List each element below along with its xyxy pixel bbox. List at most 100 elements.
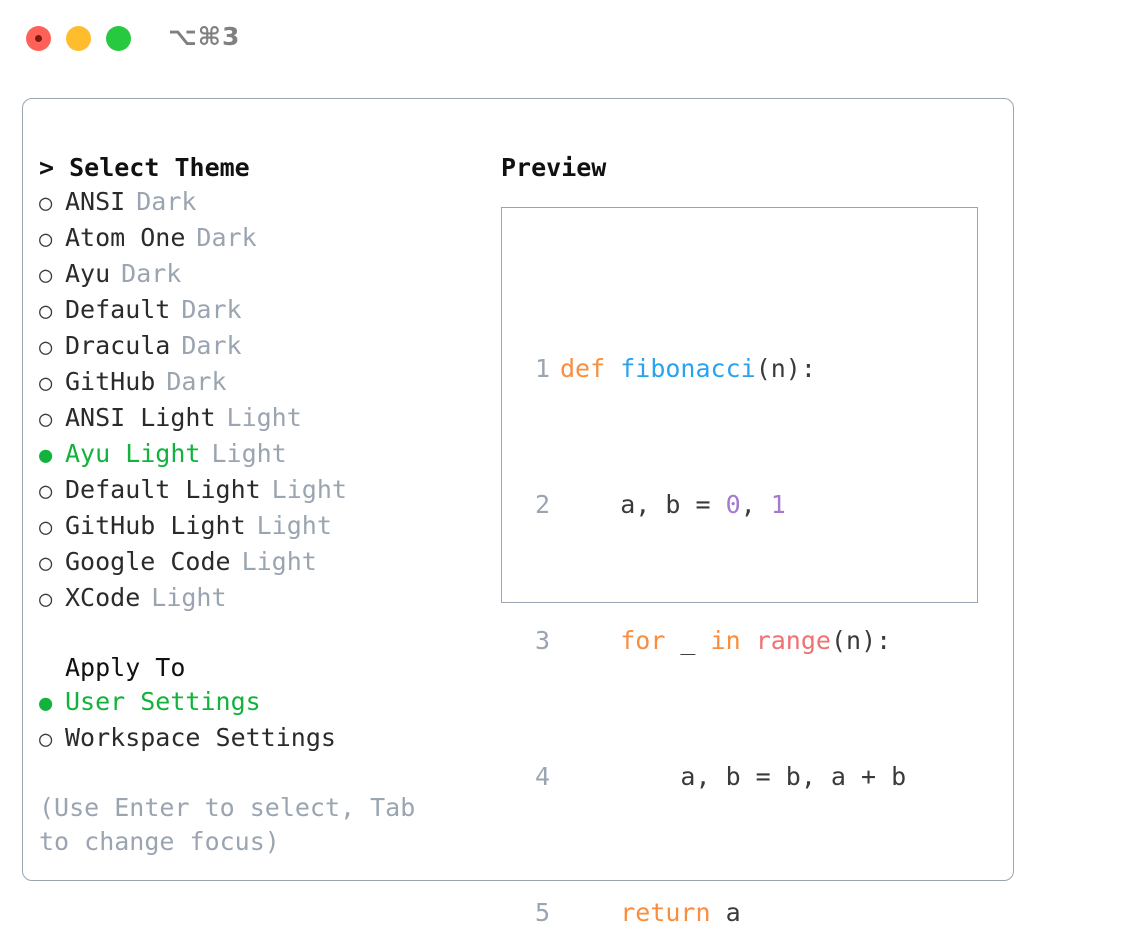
keyboard-shortcut-label: ⌥⌘3 bbox=[168, 22, 241, 51]
spacer bbox=[39, 617, 489, 651]
radio-icon-selected[interactable]: ● bbox=[39, 691, 53, 716]
code-source: return a bbox=[550, 896, 740, 930]
theme-name: XCode bbox=[65, 583, 141, 612]
radio-icon[interactable]: ○ bbox=[39, 551, 53, 576]
code-source: def fibonacci(n): bbox=[550, 352, 816, 386]
theme-name: Default Light bbox=[65, 475, 261, 504]
radio-icon[interactable]: ○ bbox=[39, 407, 53, 432]
token-text: , bbox=[740, 490, 771, 519]
line-number: 1 bbox=[534, 354, 550, 383]
radio-icon-selected[interactable]: ● bbox=[39, 443, 53, 468]
preview-box: 1 def fibonacci(n): 2 a, b = 0, 1 3 for … bbox=[501, 207, 978, 927]
list-item[interactable]: ○ Default Dark bbox=[39, 293, 489, 329]
token-keyword: return bbox=[620, 898, 711, 927]
radio-icon[interactable]: ○ bbox=[39, 479, 53, 504]
apply-to-list: ● User Settings ○ Workspace Settings bbox=[39, 685, 489, 757]
list-item[interactable]: ○ GitHub Dark bbox=[39, 365, 489, 401]
preview-heading: Preview bbox=[501, 153, 607, 182]
list-item[interactable]: ○ ANSI Dark bbox=[39, 185, 489, 221]
theme-picker-column: > Select Theme ○ ANSI Dark ○ Atom One Da… bbox=[39, 151, 489, 859]
code-source: a, b = b, a + b bbox=[550, 760, 906, 794]
theme-kind: Light bbox=[271, 475, 347, 504]
code-source: for _ in range(n): bbox=[550, 624, 891, 658]
select-theme-heading: > Select Theme bbox=[39, 153, 250, 182]
list-item[interactable]: ○ Dracula Dark bbox=[39, 329, 489, 365]
theme-kind: Dark bbox=[196, 223, 257, 252]
theme-kind: Light bbox=[241, 547, 317, 576]
keyboard-hint-text: (Use Enter to select, Tab to change focu… bbox=[39, 793, 431, 856]
theme-name: GitHub Light bbox=[65, 511, 246, 540]
apply-to-item-selected[interactable]: ● User Settings bbox=[39, 685, 489, 721]
code-line: 3 for _ in range(n): bbox=[502, 624, 977, 658]
radio-icon[interactable]: ○ bbox=[39, 263, 53, 288]
list-item-selected[interactable]: ● Ayu Light Light bbox=[39, 437, 489, 473]
theme-kind: Dark bbox=[166, 367, 227, 396]
token-keyword: def bbox=[560, 354, 606, 383]
theme-name: ANSI Light bbox=[65, 403, 216, 432]
token-text: (n): bbox=[755, 354, 816, 383]
list-item[interactable]: ○ Atom One Dark bbox=[39, 221, 489, 257]
line-number: 2 bbox=[534, 490, 550, 519]
token-keyword: in bbox=[710, 626, 741, 655]
token-text bbox=[741, 626, 756, 655]
token-text bbox=[560, 898, 620, 927]
token-text bbox=[605, 354, 620, 383]
token-text: a, b = b, a + b bbox=[560, 762, 907, 791]
theme-name: Dracula bbox=[65, 331, 171, 360]
theme-name: Ayu bbox=[65, 259, 111, 288]
apply-to-item[interactable]: ○ Workspace Settings bbox=[39, 721, 489, 757]
radio-icon[interactable]: ○ bbox=[39, 191, 53, 216]
theme-name: Default bbox=[65, 295, 171, 324]
token-function: fibonacci bbox=[620, 354, 756, 383]
theme-name: Atom One bbox=[65, 223, 186, 252]
code-line: 5 return a bbox=[502, 896, 977, 930]
theme-name: Ayu Light bbox=[65, 439, 201, 468]
token-keyword: for bbox=[620, 626, 666, 655]
list-item[interactable]: ○ Default Light Light bbox=[39, 473, 489, 509]
close-button-icon[interactable] bbox=[26, 26, 51, 51]
minimize-button-icon[interactable] bbox=[66, 26, 91, 51]
theme-kind: Light bbox=[226, 403, 302, 432]
line-number: 3 bbox=[534, 626, 550, 655]
list-item[interactable]: ○ GitHub Light Light bbox=[39, 509, 489, 545]
code-line: 4 a, b = b, a + b bbox=[502, 760, 977, 794]
radio-icon[interactable]: ○ bbox=[39, 227, 53, 252]
apply-to-label: User Settings bbox=[65, 687, 261, 716]
token-text: a, b = bbox=[560, 490, 726, 519]
apply-to-heading: Apply To bbox=[65, 653, 186, 682]
theme-kind: Dark bbox=[136, 187, 197, 216]
theme-name: GitHub bbox=[65, 367, 156, 396]
theme-name: ANSI bbox=[65, 187, 126, 216]
theme-kind: Light bbox=[256, 511, 332, 540]
token-number: 0 bbox=[725, 490, 741, 519]
radio-icon[interactable]: ○ bbox=[39, 587, 53, 612]
token-builtin: range bbox=[755, 626, 831, 655]
list-item[interactable]: ○ Google Code Light bbox=[39, 545, 489, 581]
theme-kind: Dark bbox=[181, 295, 242, 324]
main-panel: > Select Theme ○ ANSI Dark ○ Atom One Da… bbox=[22, 98, 1014, 927]
theme-kind: Light bbox=[151, 583, 227, 612]
theme-name: Google Code bbox=[65, 547, 231, 576]
list-item[interactable]: ○ ANSI Light Light bbox=[39, 401, 489, 437]
radio-icon[interactable]: ○ bbox=[39, 335, 53, 360]
theme-list: ○ ANSI Dark ○ Atom One Dark ○ Ayu Dark bbox=[39, 185, 489, 617]
radio-icon[interactable]: ○ bbox=[39, 371, 53, 396]
radio-icon[interactable]: ○ bbox=[39, 727, 53, 752]
preview-column: Preview 1 def fibonacci(n): 2 a, b = 0, … bbox=[501, 151, 1001, 927]
list-item[interactable]: ○ Ayu Dark bbox=[39, 257, 489, 293]
title-bar: ⌥⌘3 bbox=[0, 0, 1140, 78]
line-number: 5 bbox=[534, 898, 550, 927]
theme-kind: Light bbox=[211, 439, 287, 468]
code-preview: 1 def fibonacci(n): 2 a, b = 0, 1 3 for … bbox=[502, 250, 977, 934]
window-controls bbox=[26, 26, 131, 51]
apply-to-label: Workspace Settings bbox=[65, 723, 336, 752]
radio-icon[interactable]: ○ bbox=[39, 515, 53, 540]
line-number: 4 bbox=[534, 762, 550, 791]
maximize-button-icon[interactable] bbox=[106, 26, 131, 51]
code-line: 2 a, b = 0, 1 bbox=[502, 488, 977, 522]
radio-icon[interactable]: ○ bbox=[39, 299, 53, 324]
list-item[interactable]: ○ XCode Light bbox=[39, 581, 489, 617]
token-number: 1 bbox=[770, 490, 786, 519]
token-text bbox=[560, 626, 620, 655]
